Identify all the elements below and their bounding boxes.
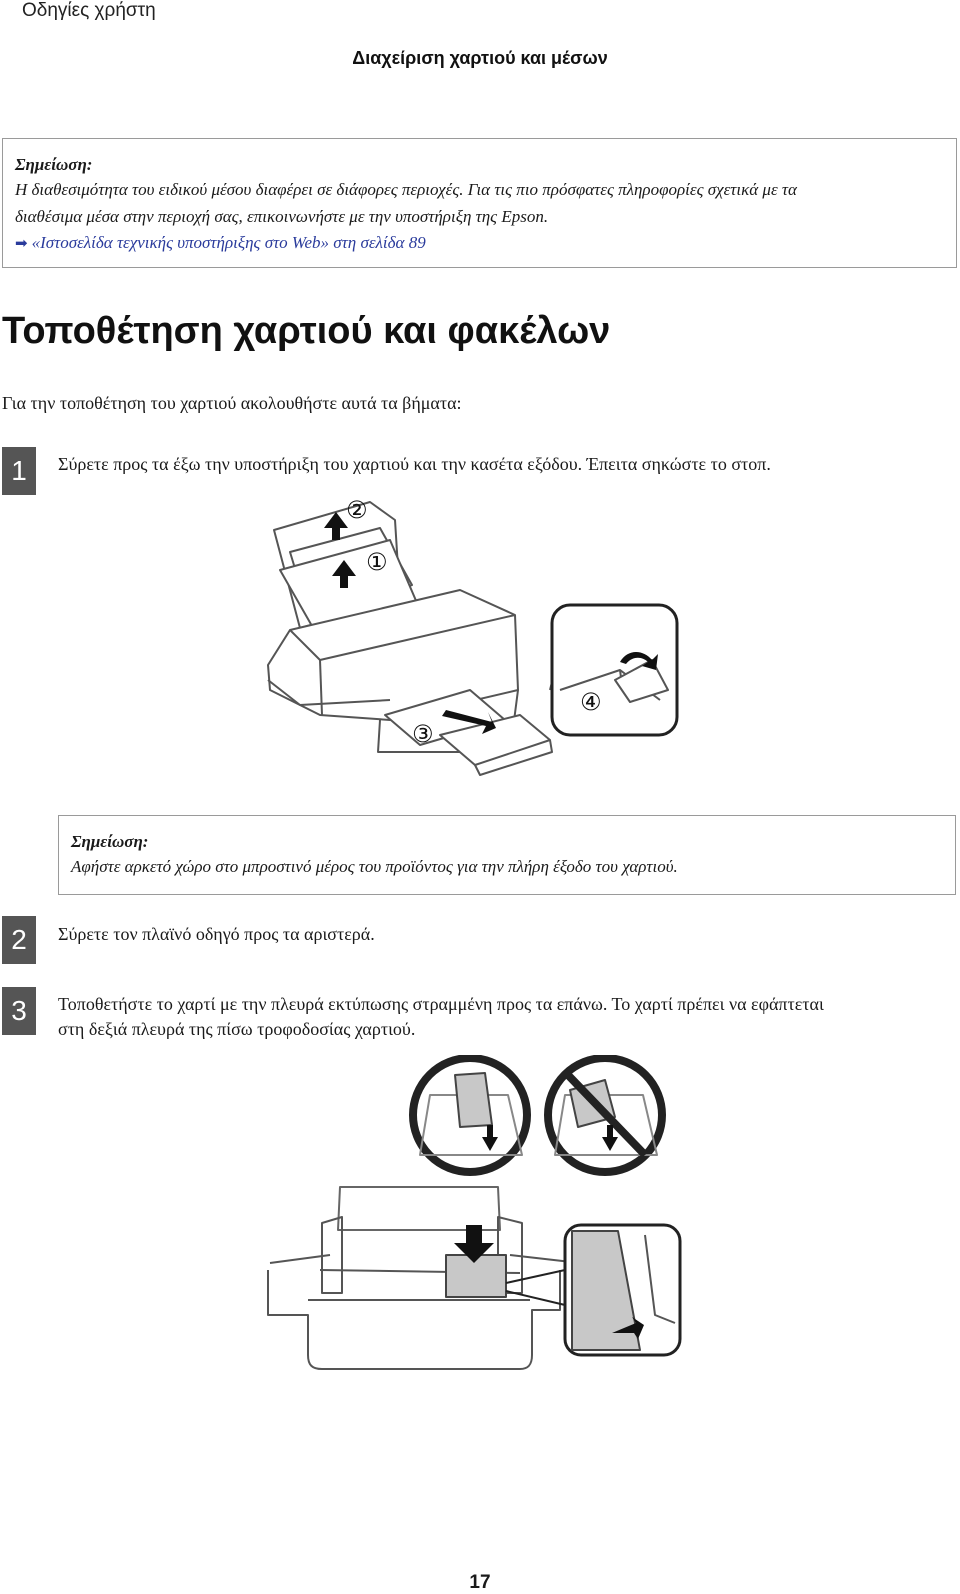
note-text-line-2: διαθέσιμα μέσα στην περιοχή σας, επικοιν… — [15, 207, 549, 226]
note-text: Αφήστε αρκετό χώρο στο μπροστινό μέρος τ… — [71, 857, 678, 876]
note-label: Σημείωση: — [71, 832, 149, 851]
intro-text: Για την τοποθέτηση του χαρτιού ακολουθήσ… — [2, 393, 462, 413]
paper-loading-illustration — [267, 1055, 682, 1370]
step-3-text-line-2: στη δεξιά πλευρά της πίσω τροφοδοσίας χα… — [58, 1019, 416, 1039]
note-box: Σημείωση: Αφήστε αρκετό χώρο στο μπροστι… — [58, 815, 956, 895]
step-number-badge: 1 — [2, 447, 36, 495]
printer-paper-support-illustration: ② ① ③ ④ — [267, 496, 679, 776]
step-number-badge: 2 — [2, 916, 36, 964]
callout-2: ② — [346, 496, 368, 524]
section-title: Διαχείριση χαρτιού και μέσων — [352, 48, 608, 68]
arrow-right-icon: ➡ — [15, 236, 28, 252]
step-3-text-line-1: Τοποθετήστε το χαρτί με την πλευρά εκτύπ… — [58, 994, 824, 1014]
note-box: Σημείωση: Η διαθεσιμότητα του ειδικού μέ… — [2, 138, 957, 268]
callout-1: ① — [366, 548, 388, 576]
link-text[interactable]: «Ιστοσελίδα τεχνικής υποστήριξης στο Web… — [31, 233, 426, 252]
step-number-badge: 3 — [2, 987, 36, 1035]
page-heading: Τοποθέτηση χαρτιού και φακέλων — [2, 310, 611, 352]
step-2-text: Σύρετε τον πλαϊνό οδηγό προς τα αριστερά… — [58, 924, 375, 944]
note-label: Σημείωση: — [15, 155, 93, 174]
note-text-line-1: Η διαθεσιμότητα του ειδικού μέσου διαφέρ… — [15, 180, 797, 199]
callout-3: ③ — [412, 720, 434, 748]
page-number: 17 — [469, 1572, 491, 1593]
callout-4: ④ — [580, 688, 602, 716]
step-1-text: Σύρετε προς τα έξω την υποστήριξη του χα… — [58, 454, 771, 474]
cross-reference-link[interactable]: ➡«Ιστοσελίδα τεχνικής υποστήριξης στο We… — [15, 230, 944, 257]
document-header: Οδηγίες χρήστη — [22, 0, 156, 21]
